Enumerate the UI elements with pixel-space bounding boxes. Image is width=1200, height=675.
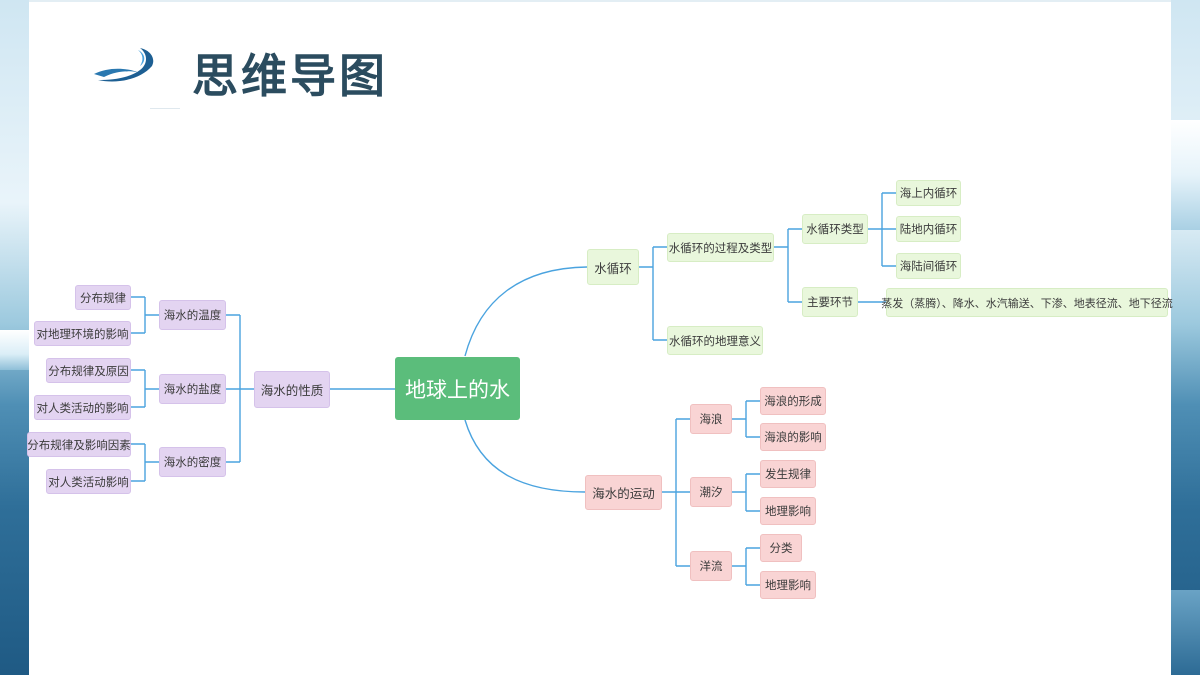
leaf-wave-effect: 海浪的影响: [760, 423, 826, 451]
leaf-density-human: 对人类活动影响: [46, 469, 131, 494]
right-sea: [1171, 590, 1200, 675]
branch-sea-properties: 海水的性质: [254, 371, 330, 408]
leaf-current-classification: 分类: [760, 534, 802, 562]
node-density: 海水的密度: [159, 447, 226, 477]
top-rule: [29, 0, 1171, 2]
node-salinity: 海水的盐度: [159, 374, 226, 404]
wave-logo-icon: [94, 48, 154, 82]
node-tides: 潮汐: [690, 477, 732, 507]
branch-sea-motion: 海水的运动: [585, 475, 662, 510]
node-waves: 海浪: [690, 404, 732, 434]
page-title: 思维导图: [192, 49, 388, 103]
node-cycle-process: 水循环的过程及类型: [667, 233, 774, 262]
leaf-tide-pattern: 发生规律: [760, 460, 816, 488]
root-node: 地球上的水: [395, 357, 520, 420]
leaf-wave-formation: 海浪的形成: [760, 387, 826, 415]
leaf-density-distribution: 分布规律及影响因素: [27, 432, 131, 457]
right-iceberg: [1171, 120, 1200, 230]
node-currents: 洋流: [690, 551, 732, 581]
leaf-sea-cycle: 海上内循环: [896, 180, 961, 206]
leaf-land-cycle: 陆地内循环: [896, 216, 961, 242]
leaf-main-links-detail: 蒸发（蒸腾）、降水、水汽输送、下渗、地表径流、地下径流: [881, 288, 1173, 317]
node-cycle-types: 水循环类型: [802, 214, 868, 244]
leaf-current-effect: 地理影响: [760, 571, 816, 599]
leaf-temp-effect: 对地理环境的影响: [34, 321, 131, 346]
leaf-sea-land-cycle: 海陆间循环: [896, 253, 961, 279]
node-main-links: 主要环节: [802, 287, 858, 317]
leaf-tide-effect: 地理影响: [760, 497, 816, 525]
left-iceberg: [0, 330, 29, 370]
leaf-salinity-distribution: 分布规律及原因: [46, 358, 131, 383]
leaf-salinity-human: 对人类活动的影响: [34, 395, 131, 420]
branch-water-cycle: 水循环: [587, 249, 639, 285]
leaf-temp-distribution: 分布规律: [75, 285, 131, 310]
node-cycle-significance: 水循环的地理意义: [667, 326, 763, 355]
right-ocean-border: [1171, 0, 1200, 675]
node-temperature: 海水的温度: [159, 300, 226, 330]
title-underline: [150, 108, 180, 109]
